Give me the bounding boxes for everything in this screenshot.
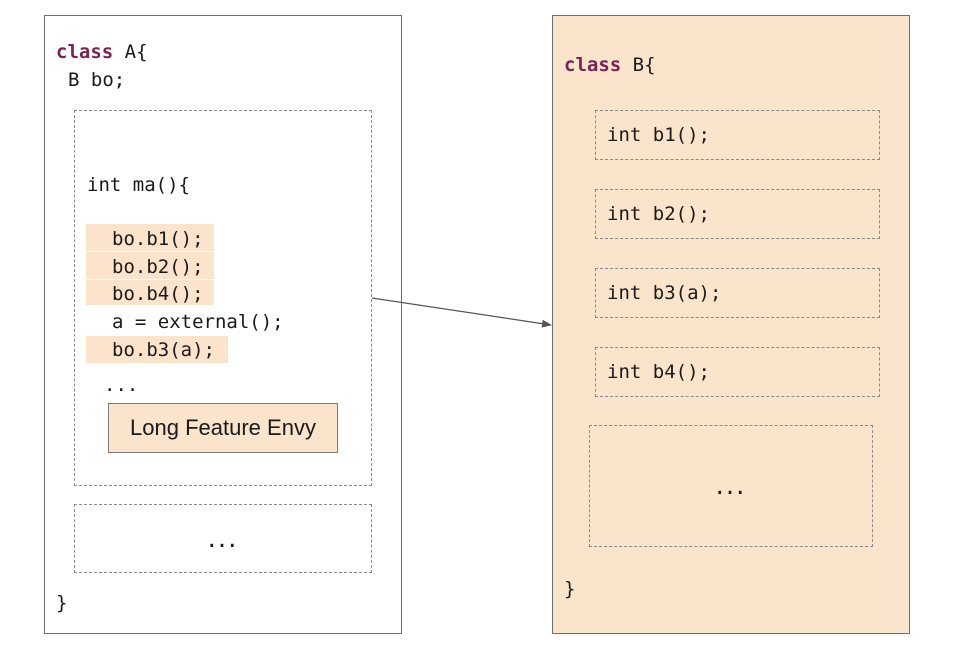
class-a-header: class A{ bbox=[56, 39, 148, 65]
class-b-closing: } bbox=[564, 578, 576, 600]
arrow-line bbox=[371, 297, 552, 328]
call-highlight-3 bbox=[86, 280, 214, 305]
method-line-1: bo.b1(); bbox=[112, 228, 204, 250]
class-b-method-2: int b2(); bbox=[607, 203, 710, 225]
class-a-field: B bo; bbox=[68, 69, 126, 91]
class-b-more-methods: ... bbox=[589, 425, 873, 547]
class-b-method-box-4 bbox=[595, 347, 880, 397]
class-b-method-1: int b1(); bbox=[607, 124, 710, 146]
method-line-2: bo.b2(); bbox=[112, 256, 204, 278]
smell-label: Long Feature Envy bbox=[108, 403, 338, 453]
class-b-method-box-1 bbox=[595, 110, 880, 160]
class-b-method-4: int b4(); bbox=[607, 361, 710, 383]
class-a-closing: } bbox=[56, 592, 68, 614]
class-a-more-methods: ... bbox=[74, 504, 372, 573]
class-b-method-box-3 bbox=[595, 268, 880, 318]
class-a-box bbox=[44, 15, 402, 634]
class-b-method-3: int b3(a); bbox=[607, 282, 722, 304]
class-a-keyword: class bbox=[56, 41, 114, 63]
class-b-keyword: class bbox=[564, 54, 622, 76]
class-b-box bbox=[552, 15, 910, 634]
method-ma-box bbox=[74, 110, 372, 486]
method-ellipsis: ... bbox=[104, 374, 139, 396]
class-a-name: A{ bbox=[113, 41, 148, 63]
method-line-3: bo.b4(); bbox=[112, 283, 204, 305]
method-line-4: a = external(); bbox=[112, 311, 284, 333]
class-b-header: class B{ bbox=[564, 52, 656, 78]
class-b-method-box-2 bbox=[595, 189, 880, 239]
call-highlight-2 bbox=[86, 252, 214, 279]
call-highlight-1 bbox=[86, 224, 214, 251]
call-highlight-5 bbox=[86, 336, 228, 363]
class-b-name: B{ bbox=[621, 54, 656, 76]
method-ma-signature: int ma(){ bbox=[87, 174, 190, 196]
method-line-5: bo.b3(a); bbox=[112, 339, 215, 361]
